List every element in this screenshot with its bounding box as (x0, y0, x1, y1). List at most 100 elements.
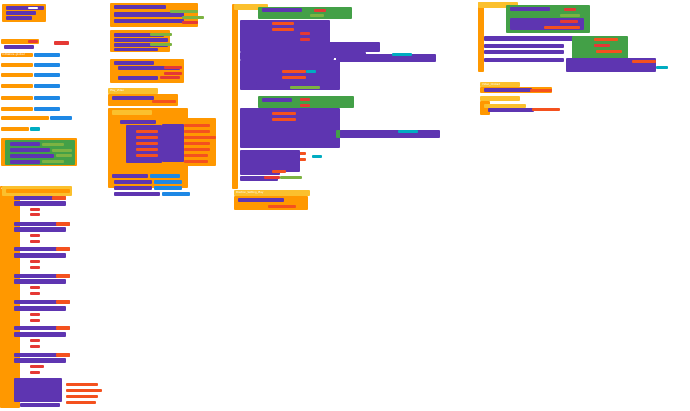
get-block[interactable] (184, 136, 216, 139)
component-call-block[interactable] (6, 6, 44, 10)
text-block[interactable] (30, 260, 40, 263)
get-block[interactable] (272, 112, 296, 115)
initialize-global-block[interactable] (1, 84, 33, 88)
component-block[interactable] (256, 82, 306, 85)
call-row[interactable] (14, 358, 66, 363)
component-call-block[interactable] (114, 192, 160, 196)
component-block[interactable] (4, 45, 34, 49)
get-block[interactable] (184, 124, 210, 127)
create-empty-list-block[interactable] (34, 84, 60, 88)
text-block[interactable] (300, 104, 310, 107)
initialize-global-block[interactable] (1, 39, 39, 44)
text-block[interactable] (30, 365, 44, 368)
procedure-header[interactable] (234, 4, 268, 10)
get-block[interactable] (152, 100, 176, 103)
get-block[interactable] (136, 148, 158, 151)
text-block[interactable] (594, 44, 610, 47)
text-block[interactable] (30, 208, 40, 211)
text-block[interactable] (30, 339, 40, 342)
component-call-block[interactable] (114, 33, 164, 37)
text-block[interactable] (30, 313, 40, 316)
initialize-global-block[interactable] (1, 127, 29, 131)
text-block[interactable] (314, 9, 326, 12)
get-block[interactable] (272, 118, 296, 121)
logic-block[interactable] (150, 43, 172, 46)
math-block[interactable] (656, 66, 668, 69)
set-row[interactable] (240, 176, 278, 181)
call-row[interactable] (14, 279, 66, 284)
component-call-block[interactable] (262, 8, 302, 12)
math-block[interactable] (398, 130, 418, 133)
get-block[interactable] (272, 170, 286, 173)
set-row[interactable] (484, 36, 574, 41)
get-block[interactable] (184, 142, 210, 145)
set-row[interactable] (14, 196, 66, 200)
math-block[interactable] (312, 155, 322, 158)
initialize-global-block[interactable]: initialize global (1, 53, 33, 57)
get-block[interactable] (66, 389, 102, 392)
math-block[interactable] (392, 53, 412, 56)
component-call-block[interactable] (6, 16, 32, 20)
set-row[interactable] (14, 353, 70, 357)
text-block[interactable] (30, 234, 40, 237)
component-call-block[interactable] (262, 98, 292, 102)
call-row[interactable] (14, 332, 66, 337)
text-block[interactable] (300, 32, 310, 35)
get-block[interactable] (184, 154, 208, 157)
get-block[interactable] (56, 300, 70, 304)
text-block[interactable] (54, 41, 69, 45)
set-row[interactable] (240, 52, 366, 58)
get-block[interactable] (56, 222, 70, 226)
math-block[interactable] (306, 70, 316, 73)
event-block[interactable] (232, 4, 238, 189)
component-call-block[interactable] (114, 43, 168, 47)
create-empty-list-block[interactable] (34, 53, 60, 57)
procedure-header[interactable] (484, 104, 526, 108)
text-block[interactable] (164, 66, 182, 69)
component-call-block[interactable] (10, 160, 40, 164)
set-row[interactable] (484, 50, 564, 54)
call-row[interactable] (20, 403, 60, 407)
set-row[interactable] (14, 247, 70, 251)
event-block[interactable] (478, 2, 484, 72)
component-call-block[interactable] (118, 76, 158, 80)
component-call-block[interactable] (114, 180, 152, 184)
get-block[interactable] (184, 160, 208, 163)
component-call-block[interactable] (510, 7, 550, 11)
math-number-block[interactable] (30, 127, 40, 131)
text-block[interactable] (30, 292, 40, 295)
call-row[interactable] (14, 306, 66, 311)
get-block[interactable] (66, 395, 98, 398)
call-row[interactable] (14, 227, 66, 232)
get-block[interactable] (268, 205, 296, 208)
call-block-large[interactable] (240, 60, 340, 90)
text-block[interactable] (564, 8, 576, 11)
get-block[interactable] (184, 148, 210, 151)
logic-block[interactable] (560, 14, 580, 17)
call-row-wide[interactable] (14, 378, 62, 402)
get-block[interactable] (66, 401, 96, 404)
logic-block[interactable] (280, 176, 302, 179)
text-block[interactable] (30, 319, 40, 322)
initialize-global-block[interactable] (1, 73, 33, 77)
call-block[interactable] (336, 54, 436, 62)
get-block[interactable] (596, 50, 622, 53)
get-block[interactable] (56, 247, 70, 251)
list-block[interactable] (154, 180, 182, 184)
component-call-block[interactable] (112, 174, 148, 178)
component-call-block[interactable] (114, 48, 158, 51)
component-call-block[interactable] (114, 61, 154, 65)
create-empty-list-block[interactable] (34, 73, 60, 77)
logic-block[interactable] (52, 149, 72, 152)
text-block[interactable] (300, 98, 310, 101)
component-call-block[interactable] (114, 5, 166, 9)
set-row[interactable] (484, 58, 564, 62)
value-slot[interactable] (28, 7, 38, 9)
get-block[interactable] (52, 196, 66, 200)
component-call-block[interactable] (114, 19, 184, 23)
list-block[interactable] (154, 186, 182, 190)
set-row[interactable] (14, 326, 70, 330)
component-call-block[interactable] (238, 198, 284, 202)
component-call-block[interactable] (114, 186, 152, 190)
text-block[interactable] (30, 266, 40, 269)
